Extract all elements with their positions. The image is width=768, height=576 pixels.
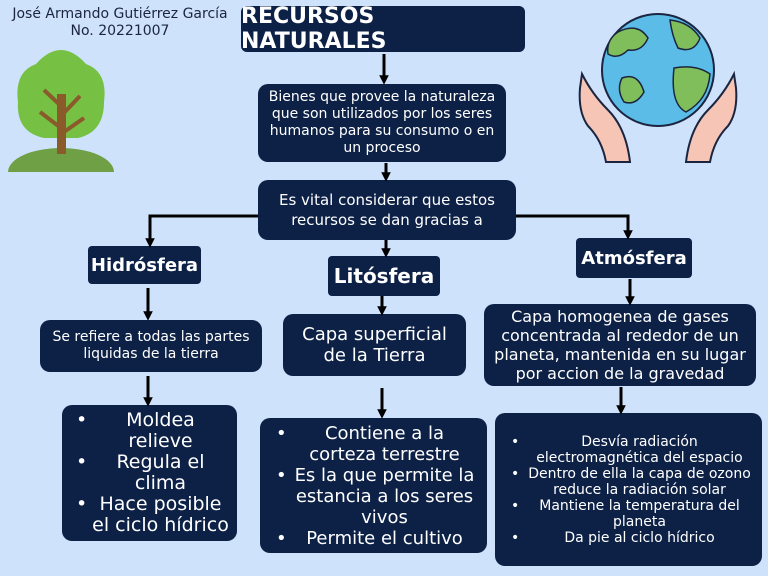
hidrosfera-description: Se refiere a todas las partes liquidas d… [40, 320, 262, 372]
litosfera-description: Capa superficial de la Tierra [283, 314, 466, 376]
atmosfera-label: Atmósfera [576, 238, 692, 278]
list-item: Desvía radiación electromagnética del es… [511, 434, 752, 466]
list-item: Mantiene la temperatura del planeta [511, 498, 752, 530]
hidrosfera-label: Hidrósfera [88, 246, 201, 284]
list-item: Hace posible el ciclo hídrico [76, 494, 229, 536]
earth-in-hands-icon [578, 13, 738, 163]
page-title: RECURSOS NATURALES [241, 4, 525, 54]
hidrosfera-items-box: Moldea relieve Regula el clima Hace posi… [62, 405, 237, 541]
arrow-vital-atmosfera [516, 214, 633, 240]
list-item: Es la que permite la estancia a los sere… [276, 465, 477, 528]
list-item: Moldea relieve [76, 410, 229, 452]
atmosfera-description: Capa homogenea de gases concentrada al r… [484, 304, 756, 386]
litosfera-label: Litósfera [328, 256, 440, 296]
list-item: Da pie al ciclo hídrico [511, 530, 752, 546]
list-item: Contiene a la corteza terrestre [276, 423, 477, 465]
list-item: Regula el clima [76, 452, 229, 494]
tree-icon [8, 50, 114, 172]
vital-box: Es vital considerar que estos recursos s… [258, 180, 516, 240]
list-item: Permite el cultivo [276, 528, 477, 549]
atmosfera-items-box: Desvía radiación electromagnética del es… [495, 413, 762, 566]
atmosfera-items-list: Desvía radiación electromagnética del es… [505, 434, 752, 546]
hidrosfera-items-list: Moldea relieve Regula el clima Hace posi… [70, 410, 229, 536]
author-name: José Armando Gutiérrez García [12, 6, 228, 22]
list-item: Dentro de ella la capa de ozono reduce l… [511, 466, 752, 498]
author-info: José Armando Gutiérrez García No. 202210… [0, 6, 240, 40]
litosfera-items-list: Contiene a la corteza terrestre Es la qu… [270, 423, 477, 549]
arrow-vital-hidrosfera [145, 214, 258, 248]
definition-box: Bienes que provee la naturaleza que son … [258, 84, 506, 162]
author-number: No. 20221007 [70, 23, 170, 39]
litosfera-items-box: Contiene a la corteza terrestre Es la qu… [260, 418, 487, 553]
